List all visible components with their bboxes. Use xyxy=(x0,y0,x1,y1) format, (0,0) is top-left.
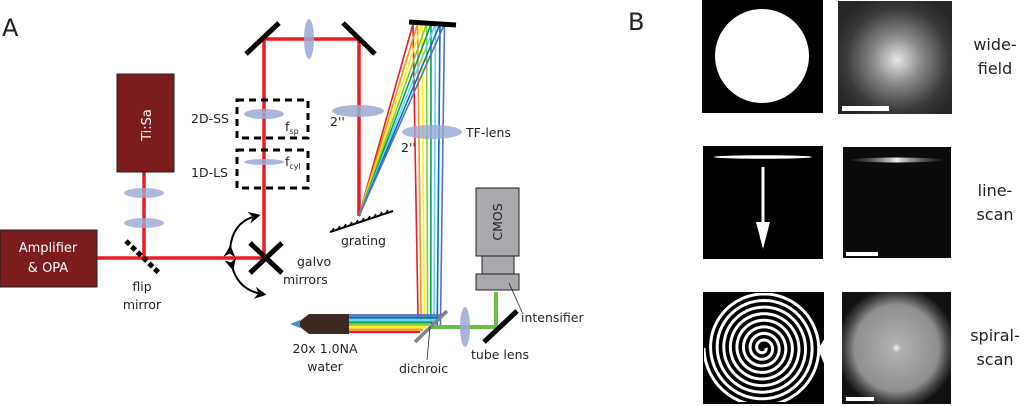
rotation-arrow-icon xyxy=(224,257,267,299)
intensifier-unit xyxy=(475,273,520,291)
grating-icon xyxy=(329,210,394,233)
flip-mirror-label-1: flip xyxy=(132,279,151,294)
lens-2in-label-2: 2'' xyxy=(401,140,416,155)
opa-label: & OPA xyxy=(28,261,69,276)
row-label-widefield-1: wide- xyxy=(973,35,1016,54)
row-label-spiralscan-2: scan xyxy=(976,350,1013,369)
tisa-laser-box xyxy=(116,73,175,173)
scale-bar xyxy=(846,252,878,256)
spectrum-ray-vertical xyxy=(436,23,441,328)
objective-icon xyxy=(300,314,349,334)
tube-lens-label: tube lens xyxy=(471,347,529,362)
linescan-line-signal xyxy=(851,157,943,163)
galvo-label-1: galvo xyxy=(297,254,331,269)
spectrum-ray-vertical xyxy=(433,23,437,326)
spectrum-ray-vertical xyxy=(439,23,446,329)
lens-2in-label: 2'' xyxy=(330,114,345,129)
intensifier-pointer xyxy=(508,282,523,313)
f-cyl-label: fcyl xyxy=(285,154,301,171)
panel-a-label: A xyxy=(2,14,19,42)
scale-bar xyxy=(846,397,874,401)
tisa-label: Ti:Sa xyxy=(140,109,155,142)
spiral-arrowhead xyxy=(818,338,825,366)
f-sp-label: fsp xyxy=(285,119,299,136)
mirror-icon xyxy=(244,21,281,56)
cmos-label: CMOS xyxy=(490,203,505,240)
lens-icon xyxy=(304,19,314,59)
widefield-image xyxy=(838,1,952,114)
tf-lens-label: TF-lens xyxy=(465,125,511,140)
amplifier-label: Amplifier xyxy=(19,241,78,256)
galvo-label-2: mirrors xyxy=(283,272,328,287)
lens-2in-icon xyxy=(332,105,384,117)
camera-adapter xyxy=(481,255,515,275)
mirror-icon xyxy=(408,19,457,28)
spectrum-ray-diagonal xyxy=(358,23,446,217)
dichroic-label: dichroic xyxy=(399,361,448,376)
row-label-widefield-2: field xyxy=(978,59,1013,78)
spherical-lens-icon xyxy=(244,109,284,119)
row-label-spiralscan-1: spiral- xyxy=(970,326,1020,345)
tf-lens-icon xyxy=(402,125,462,139)
mode-2d-ss-label: 2D-SS xyxy=(191,111,229,126)
scan-arrowhead xyxy=(756,222,770,249)
line-pattern xyxy=(714,155,812,159)
objective-tip xyxy=(290,320,300,328)
cylindrical-lens-icon xyxy=(244,159,284,165)
mirror-icon xyxy=(482,309,519,344)
grating-label: grating xyxy=(341,233,386,248)
linescan-image xyxy=(843,147,951,258)
scale-bar xyxy=(842,106,889,111)
spectrum-ray-vertical xyxy=(425,23,429,323)
spectrum-ray-vertical xyxy=(416,23,422,320)
mode-1d-ls-label: 1D-LS xyxy=(191,165,228,180)
row-label-linescan-2: scan xyxy=(976,205,1013,224)
row-label-linescan-1: line- xyxy=(978,181,1013,200)
panel-b-label: B xyxy=(628,8,644,36)
spiralscan-image xyxy=(842,292,951,404)
tube-lens-icon xyxy=(460,307,470,347)
rotation-arrow-icon xyxy=(223,211,261,258)
intensifier-label: intensifier xyxy=(521,310,584,325)
lens-icon xyxy=(124,218,164,228)
spectrum-ray-vertical xyxy=(412,23,419,319)
grating-teeth xyxy=(331,209,389,232)
cmos-camera xyxy=(475,187,520,257)
1d-ls-module-box xyxy=(235,148,310,190)
flip-mirror-label-2: mirror xyxy=(123,297,162,312)
amplifier-opa-box xyxy=(0,229,98,288)
widefield-disk-pattern xyxy=(715,9,809,103)
mirror-icon xyxy=(341,21,377,56)
dichroic-icon xyxy=(413,309,449,344)
dispersed-spectrum xyxy=(349,23,446,334)
dichroic-pointer xyxy=(426,326,431,361)
spiral-pattern xyxy=(704,293,821,402)
objective-label-1: 20x 1.0NA xyxy=(292,341,358,356)
lens-icon xyxy=(124,188,164,198)
2d-ss-module-box xyxy=(235,98,310,140)
objective-label-2: water xyxy=(307,359,343,374)
